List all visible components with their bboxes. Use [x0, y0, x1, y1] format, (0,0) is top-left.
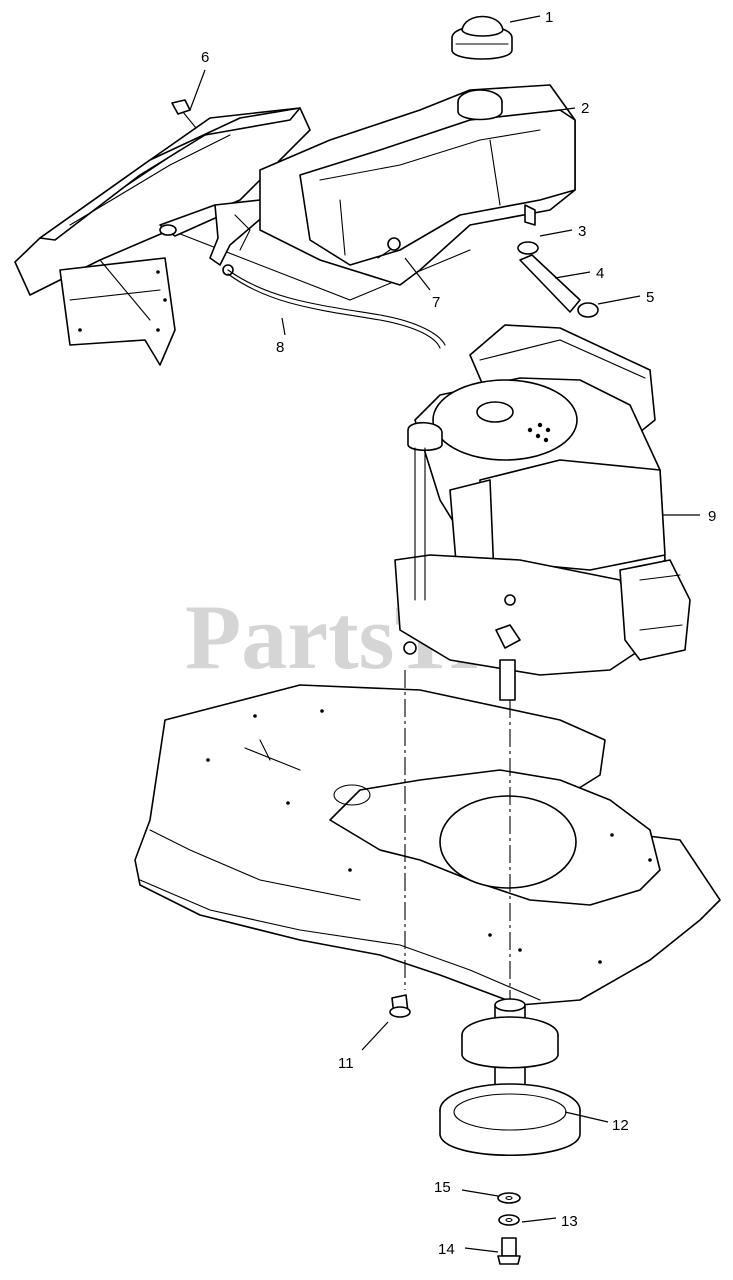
callout-12: 12 [612, 1117, 629, 1134]
callout-11: 11 [338, 1055, 354, 1072]
callout-5: 5 [646, 289, 654, 306]
callout-1: 1 [545, 9, 553, 26]
bolt-11 [389, 994, 411, 1018]
fuel-hose-assembly [517, 241, 599, 318]
callout-6: 6 [201, 49, 209, 66]
engine [394, 324, 691, 701]
screw-7 [377, 237, 401, 259]
washer-15 [497, 1192, 521, 1204]
callout-3: 3 [578, 223, 586, 240]
throttle-cable [227, 269, 446, 349]
callout-13: 13 [561, 1213, 578, 1230]
throttle-control-lever [159, 199, 266, 276]
callout-8: 8 [276, 339, 284, 356]
dash-panel-bracket [14, 107, 471, 366]
callout-14: 14 [438, 1241, 455, 1258]
frame-deck [134, 684, 721, 1006]
callout-9: 9 [708, 508, 716, 525]
callout-7: 7 [432, 294, 440, 311]
callout-4: 4 [596, 265, 604, 282]
leader-lines [189, 15, 700, 1253]
pulley-12 [439, 998, 581, 1157]
callout-2: 2 [581, 100, 589, 117]
washer-13 [498, 1214, 520, 1226]
fuel-cap [451, 15, 513, 60]
callout-15: 15 [434, 1179, 451, 1196]
bolt-14 [497, 1237, 521, 1265]
fuel-tank [259, 84, 576, 286]
